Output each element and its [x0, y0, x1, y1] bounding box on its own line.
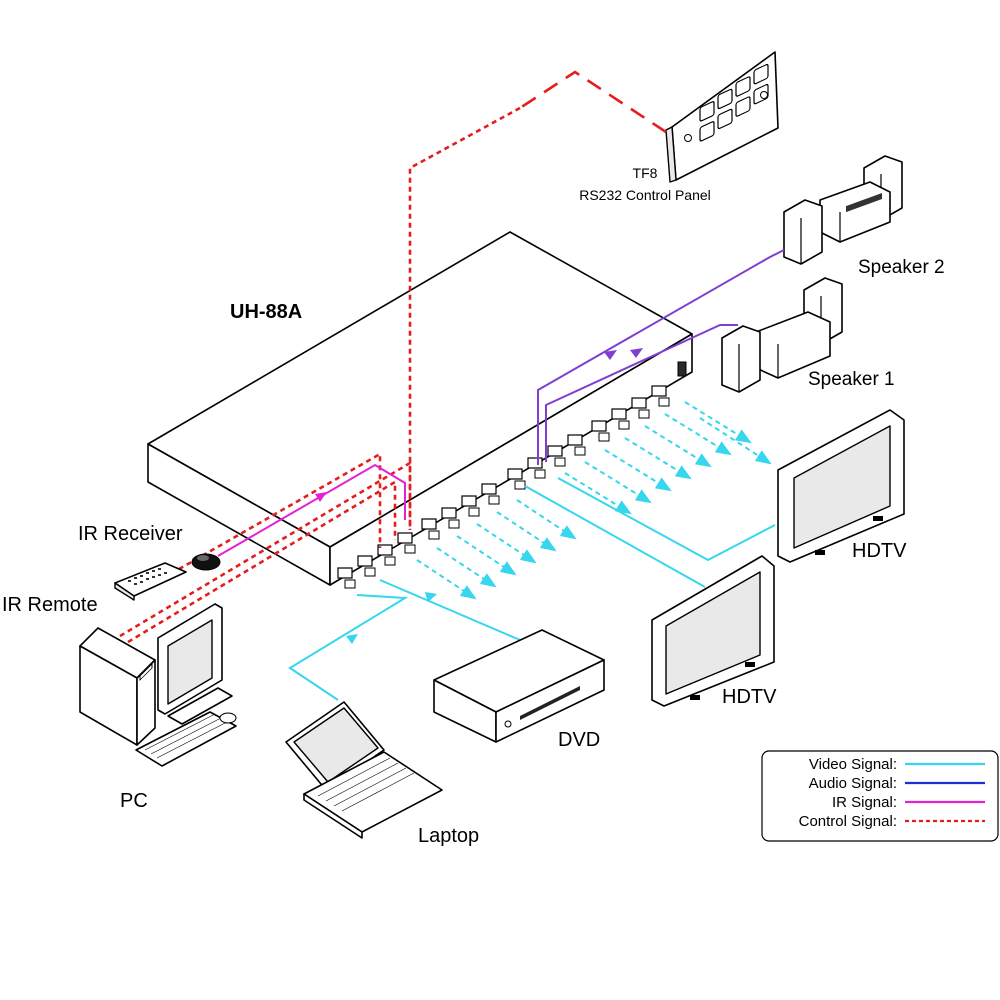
laptop-label: Laptop [418, 825, 479, 847]
speaker2-label: Speaker 2 [858, 257, 945, 278]
rear-ports [337, 361, 687, 579]
tf8-control-panel [665, 51, 779, 183]
ir-remote-label: IR Remote [2, 594, 98, 616]
ir-remote-device [114, 562, 187, 601]
dvd-device [433, 629, 605, 743]
legend-label-0: Video Signal: [809, 756, 897, 773]
legend-label-2: IR Signal: [832, 794, 897, 811]
hdtv-right-device [777, 409, 905, 563]
pc-device [79, 603, 237, 767]
laptop-device [285, 701, 443, 839]
ir-receiver-label: IR Receiver [78, 523, 183, 545]
speaker2-system [783, 155, 903, 265]
uh-88a-matrix [147, 231, 693, 589]
speaker1-label: Speaker 1 [808, 369, 895, 390]
hdtv-right-label: HDTV [852, 540, 907, 562]
control-signal-lines [119, 70, 667, 644]
legend-label-1: Audio Signal: [809, 775, 897, 792]
dvd-label: DVD [558, 729, 600, 751]
ir-receiver-device [191, 553, 221, 571]
matrix-label: UH-88A [230, 301, 302, 323]
hdtv-left-label: HDTV [722, 686, 777, 708]
video-signal-lines [288, 401, 776, 701]
audio-signal-lines [537, 249, 785, 465]
legend-label-3: Control Signal: [799, 813, 897, 830]
panel-name-label: TF8 [633, 165, 658, 181]
panel-desc-label: RS232 Control Panel [579, 187, 711, 203]
ir-signal-line [217, 463, 406, 557]
hdtv-left-device [651, 555, 775, 707]
signal-legend: Video Signal: Audio Signal: IR Signal: Cont… [761, 750, 999, 842]
speaker1-system [721, 277, 843, 393]
pc-label: PC [120, 790, 148, 812]
